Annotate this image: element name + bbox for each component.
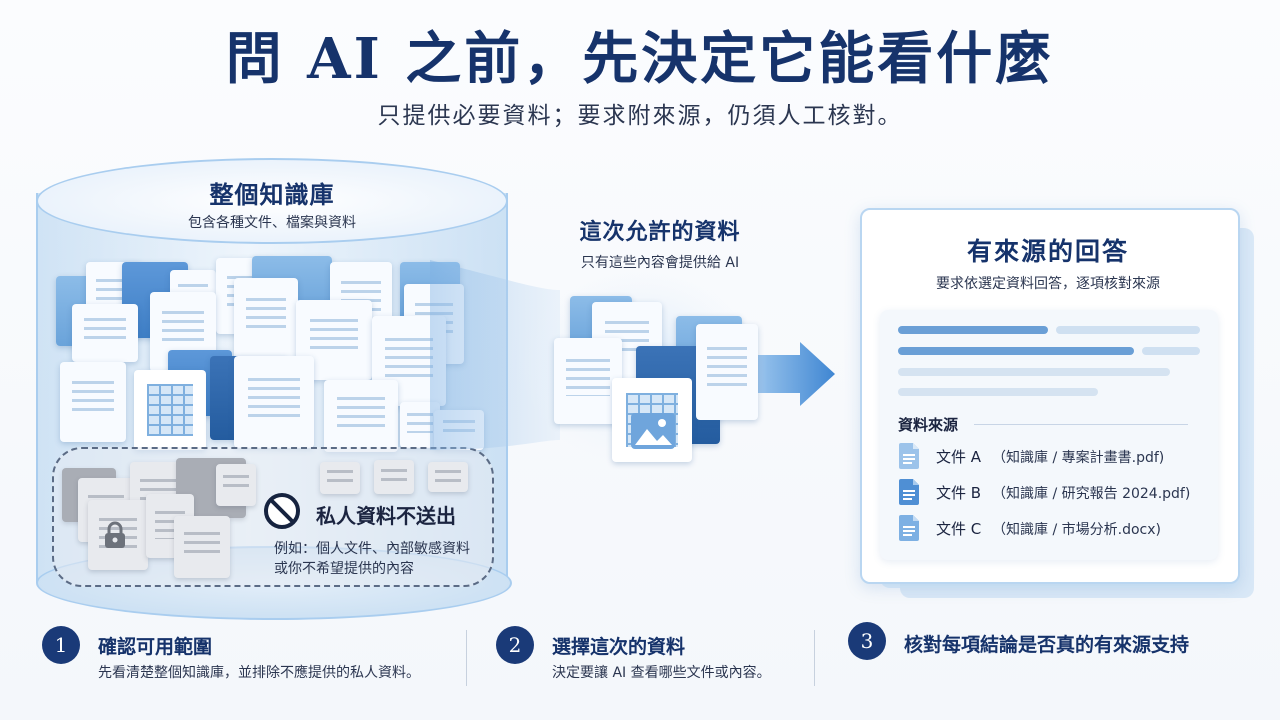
text-line [898,388,1098,396]
source-path: （知識庫 / 專案計畫書.pdf) [992,450,1165,466]
page-subtitle: 只提供必要資料；要求附來源，仍須人工核對。 [377,103,903,129]
document-icon [324,380,398,452]
answer-card-title: 有來源的回答 [966,237,1129,266]
knowledge-base-title: 整個知識庫 [209,181,335,209]
document-icon [150,292,216,372]
cylinder-top [36,158,508,244]
no-entry-icon [264,493,300,529]
selected-data-title: 這次允許的資料 [579,220,741,245]
text-line [1056,326,1200,334]
step-divider [814,630,815,686]
answer-content-panel [880,310,1218,560]
image-icon [631,413,675,449]
step-1-title: 確認可用範圍 [98,636,213,658]
spreadsheet-icon [134,370,206,450]
document-icon [899,443,919,469]
document-icon [60,362,126,442]
source-name: 文件 C [936,520,982,538]
knowledge-base-description: 包含各種文件、檔案與資料 [188,215,356,231]
step-2-title: 選擇這次的資料 [552,636,686,658]
step-3-number: 3 [848,622,886,660]
selected-data-description: 只有這些內容會提供給 AI [580,255,740,271]
sources-label: 資料來源 [898,416,959,434]
text-line [898,326,1048,334]
document-icon [554,338,622,424]
step-1-number: 1 [42,626,80,664]
answer-card-description: 要求依選定資料回答，逐項核對來源 [936,276,1160,292]
divider [974,424,1188,425]
step-divider [466,630,467,686]
text-line [1142,347,1200,355]
document-icon [899,479,919,505]
source-name: 文件 B [936,484,982,502]
private-data-title: 私人資料不送出 [316,504,456,528]
step-2-number: 2 [496,626,534,664]
step-2-description: 決定要讓 AI 查看哪些文件或內容。 [552,665,771,681]
document-icon [234,278,298,360]
document-icon [72,304,138,362]
document-icon [174,516,230,578]
private-data-description: 例如：個人文件、內部敏感資料 [274,541,470,557]
page-title: 問 AI 之前，先決定它能看什麼 [225,26,1055,92]
document-icon [899,515,919,541]
step-3-title: 核對每項結論是否真的有來源支持 [904,634,1190,656]
document-icon [696,324,758,420]
text-line [898,368,1170,376]
lock-icon [105,521,125,548]
document-icon [320,462,360,494]
document-icon [428,462,468,492]
source-path: （知識庫 / 研究報告 2024.pdf) [992,486,1191,502]
document-icon [374,460,414,494]
source-name: 文件 A [936,448,982,466]
step-1-description: 先看清楚整個知識庫，並排除不應提供的私人資料。 [98,665,420,681]
document-icon [216,464,256,506]
source-path: （知識庫 / 市場分析.docx) [992,522,1161,538]
document-icon [234,356,314,448]
text-line [898,347,1134,355]
private-data-description: 或你不希望提供的內容 [274,561,414,577]
